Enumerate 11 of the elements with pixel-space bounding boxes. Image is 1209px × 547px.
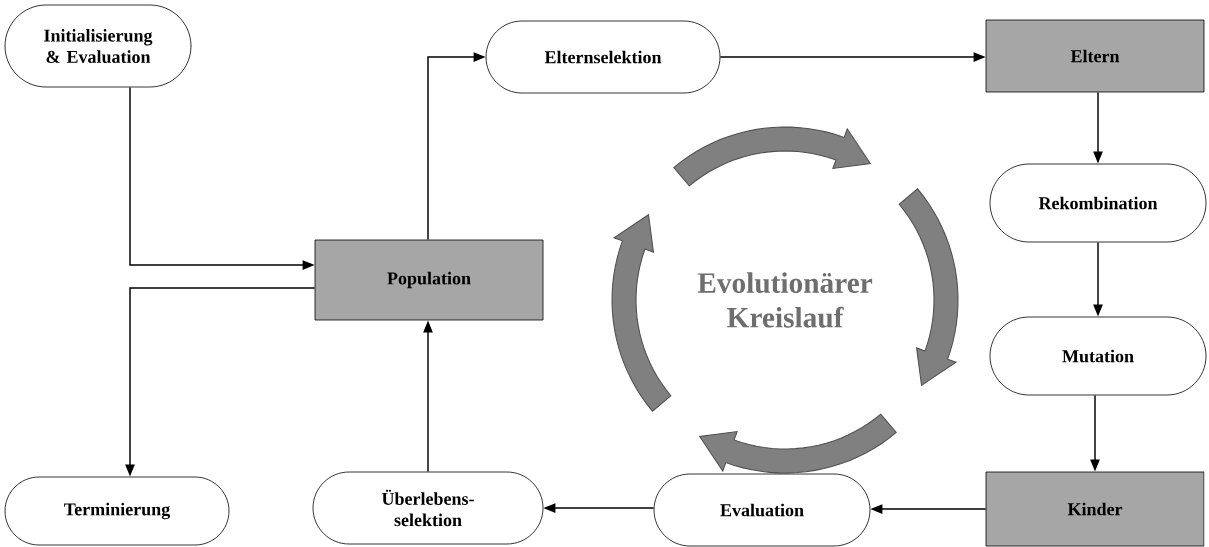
process-box: Eltern [985,19,1205,93]
rounded-box: Terminierung [4,476,230,546]
center-label: Evolutionärer Kreislauf [697,272,873,328]
rounded-box: Überlebens- selektion [312,471,544,545]
rounded-box: Initialisierung & Evaluation [4,4,192,88]
rounded-box: Evaluation [653,473,871,547]
rounded-box: Rekombination [989,163,1207,243]
process-box: Population [314,239,544,321]
rounded-box: Elternselektion [485,20,721,94]
rounded-box: Mutation [989,316,1207,396]
process-box: Kinder [985,471,1205,547]
